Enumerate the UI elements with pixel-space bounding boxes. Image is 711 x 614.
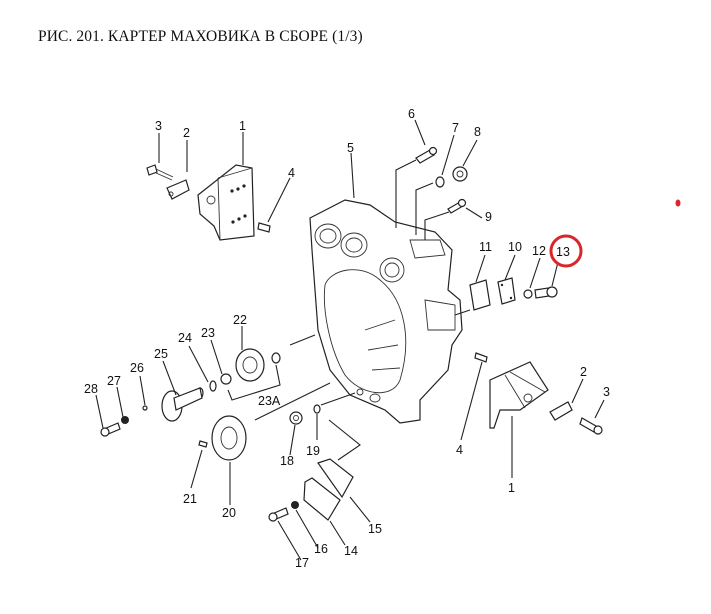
- label-part-3-right: 3: [603, 385, 610, 399]
- flywheel-housing[interactable]: [309, 199, 463, 424]
- shaft-25[interactable]: [161, 387, 203, 422]
- gasket-11[interactable]: [469, 279, 491, 311]
- left-mount-bracket[interactable]: [197, 164, 255, 241]
- left-bolt[interactable]: [146, 164, 174, 181]
- label-part-19: 19: [306, 444, 320, 458]
- right-bolt[interactable]: [579, 417, 603, 435]
- label-part-16: 16: [314, 542, 328, 556]
- label-part-23a: 23A: [258, 394, 281, 408]
- cover-14[interactable]: [303, 477, 341, 521]
- pin-26[interactable]: [142, 405, 148, 411]
- gasket-15[interactable]: [317, 458, 354, 499]
- washer-16[interactable]: [291, 501, 299, 509]
- label-part-25: 25: [154, 347, 168, 361]
- label-part-21: 21: [183, 492, 197, 506]
- bolt-9[interactable]: [447, 198, 467, 214]
- label-part-4-right: 4: [456, 443, 463, 457]
- left-dowel-pin[interactable]: [257, 222, 271, 233]
- label-part-26: 26: [130, 361, 144, 375]
- label-part-11: 11: [479, 240, 492, 254]
- label-part-3-left: 3: [155, 119, 162, 133]
- cover-10[interactable]: [497, 277, 516, 305]
- label-part-7: 7: [452, 121, 459, 135]
- label-part-18: 18: [280, 454, 294, 468]
- label-part-5: 5: [347, 141, 354, 155]
- right-lock-plate[interactable]: [549, 401, 573, 421]
- washer-12[interactable]: [523, 289, 533, 299]
- plug-8[interactable]: [452, 166, 468, 182]
- label-part-6: 6: [408, 107, 415, 121]
- label-part-14: 14: [344, 544, 358, 558]
- bolt-28[interactable]: [100, 422, 121, 437]
- label-part-4-left: 4: [288, 166, 295, 180]
- label-part-15: 15: [368, 522, 382, 536]
- left-lock-plate[interactable]: [166, 179, 190, 200]
- washer-27[interactable]: [121, 416, 129, 424]
- pin-21[interactable]: [198, 440, 208, 448]
- plug-18[interactable]: [289, 411, 303, 425]
- label-part-23: 23: [201, 326, 215, 340]
- highlight-circle-part-13: [549, 234, 583, 268]
- leader-lines: [95, 119, 605, 561]
- o-ring-7[interactable]: [435, 176, 445, 188]
- label-part-1-left: 1: [239, 119, 246, 133]
- label-part-28: 28: [84, 382, 98, 396]
- label-part-22: 22: [233, 313, 247, 327]
- ring-23a[interactable]: [271, 352, 281, 364]
- label-part-10: 10: [508, 240, 522, 254]
- o-ring-19[interactable]: [313, 404, 321, 414]
- label-part-12: 12: [532, 244, 546, 258]
- label-part-24: 24: [178, 331, 192, 345]
- right-mount-bracket[interactable]: [489, 361, 549, 429]
- gear-22[interactable]: [235, 348, 265, 382]
- label-part-27: 27: [107, 374, 121, 388]
- bolt-17[interactable]: [268, 507, 289, 522]
- label-part-2-left: 2: [183, 126, 190, 140]
- bolt-6[interactable]: [415, 146, 438, 164]
- label-part-9: 9: [485, 210, 492, 224]
- label-part-13: 13: [556, 245, 570, 259]
- red-marker-dot: [675, 199, 681, 207]
- bolt-13[interactable]: [534, 286, 558, 299]
- right-dowel-pin[interactable]: [474, 352, 488, 363]
- figure-title: РИС. 201. КАРТЕР МАХОВИКА В СБОРЕ (1/3): [38, 28, 363, 45]
- gear-20[interactable]: [211, 415, 247, 461]
- bushing-23[interactable]: [220, 373, 232, 385]
- label-part-20: 20: [222, 506, 236, 520]
- label-part-2-right: 2: [580, 365, 587, 379]
- label-part-8: 8: [474, 125, 481, 139]
- label-part-17: 17: [295, 556, 309, 570]
- label-part-1-right: 1: [508, 481, 515, 495]
